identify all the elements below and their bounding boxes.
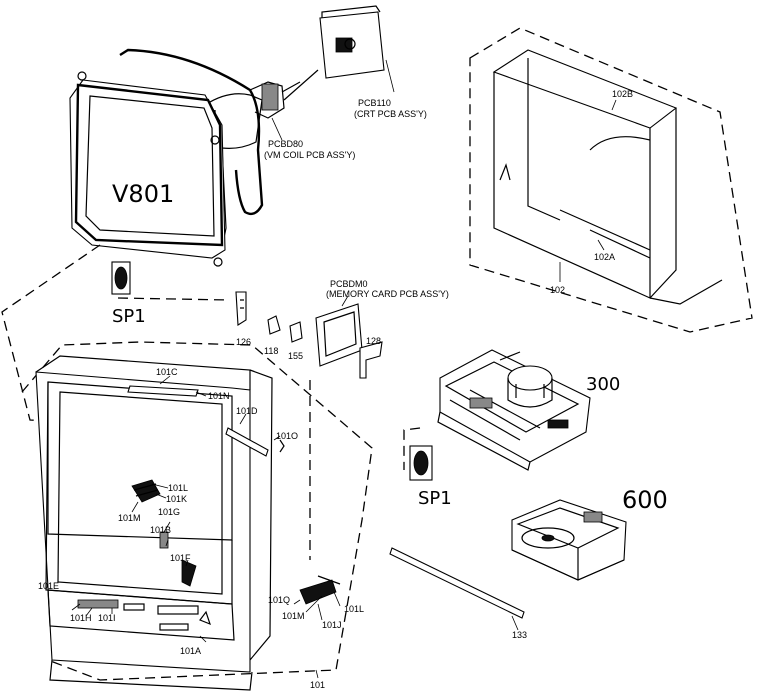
pcb110-label: PCB110 xyxy=(358,98,391,108)
part-101m: 101M xyxy=(118,513,141,523)
crt-label: V801 xyxy=(112,180,174,208)
part-102b: 102B xyxy=(612,89,633,99)
part-101h: 101H xyxy=(70,613,92,623)
part-133: 133 xyxy=(512,630,527,640)
part-102a: 102A xyxy=(594,252,615,262)
part-128: 128 xyxy=(366,336,381,346)
speaker-right: SP1 xyxy=(409,445,452,509)
speaker-left-label: SP1 xyxy=(112,306,146,327)
part-155: 155 xyxy=(288,351,303,361)
part-101k: 101K xyxy=(166,494,187,504)
part-101d: 101D xyxy=(236,406,258,416)
part-118: 118 xyxy=(264,346,278,356)
part-101j: 101J xyxy=(322,620,342,630)
part-101o: 101O xyxy=(276,431,298,441)
pcbd80-label: PCBD80 xyxy=(268,139,303,149)
part-102: 102 xyxy=(550,285,565,295)
crt-picture-tube: V801 xyxy=(69,48,319,267)
pcbdm0-desc: (MEMORY CARD PCB ASS'Y) xyxy=(326,289,449,299)
part-101f: 101F xyxy=(170,553,191,563)
vcr-mech-label: 300 xyxy=(586,374,620,395)
part-101i: 101I xyxy=(98,613,116,623)
pcbd80-desc: (VM COIL PCB ASS'Y) xyxy=(264,150,355,160)
speaker-right-label: SP1 xyxy=(418,488,452,509)
assembly-guide-line xyxy=(117,297,231,301)
part-101g: 101G xyxy=(158,507,180,517)
part-101q: 101Q xyxy=(268,595,290,605)
part-101l-2: 101L xyxy=(344,604,364,614)
part-126: 126 xyxy=(236,337,251,347)
part-101: 101 xyxy=(310,680,325,690)
part-101l: 101L xyxy=(168,483,188,493)
part-101n: 101N xyxy=(208,391,230,401)
front-cabinet: 101C 101N 101D 101O 101L 101K 101G 101M … xyxy=(21,341,373,691)
dvd-mech-label: 600 xyxy=(622,486,668,514)
crt-pcb: PCB110 (CRT PCB ASS'Y) xyxy=(319,5,427,119)
part-101a: 101A xyxy=(180,646,201,656)
memory-card-pcb-group: 126 118 155 PCBDM0 (MEMORY CARD PCB ASS'… xyxy=(235,279,449,379)
pcb110-desc: (CRT PCB ASS'Y) xyxy=(354,109,427,119)
part-101b: 101B xyxy=(150,525,171,535)
part-101e: 101E xyxy=(38,581,59,591)
vcr-mechanism: 300 xyxy=(437,349,620,471)
pcbdm0-label: PCBDM0 xyxy=(330,279,368,289)
part-101c: 101C xyxy=(156,367,178,377)
assembly-guide-line xyxy=(403,427,421,470)
part-101m-2: 101M xyxy=(282,611,305,621)
dvd-mechanism: 600 xyxy=(511,486,668,581)
back-cabinet: 102B 102A 102 xyxy=(469,27,753,333)
rail-133: 133 xyxy=(389,547,527,640)
